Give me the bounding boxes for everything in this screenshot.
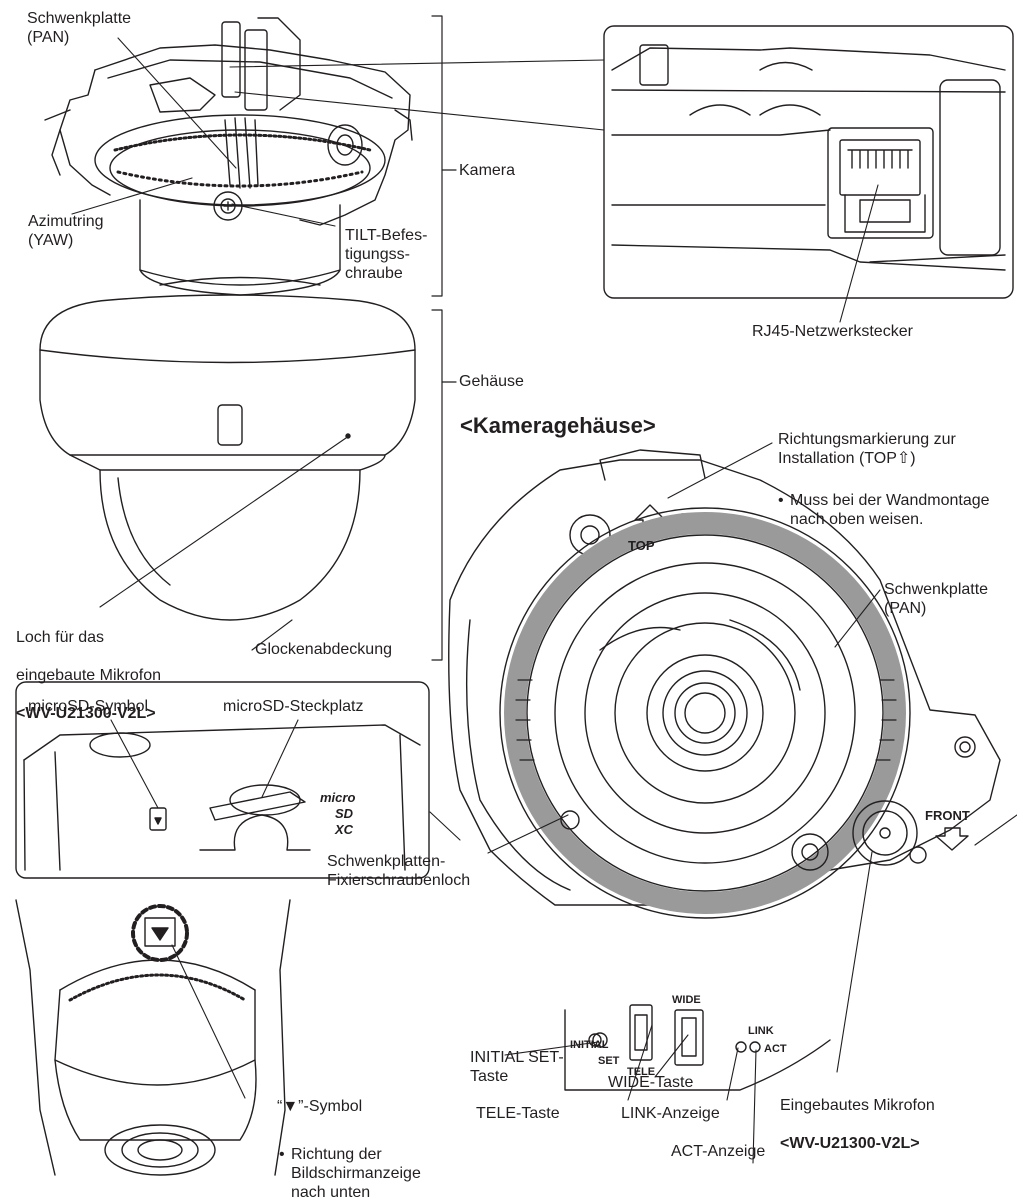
label-mic-hole: Loch für das eingebaute Mikrofon <WV-U21…: [16, 609, 161, 742]
label-mic-hole-model: <WV-U21300-V2L>: [16, 705, 156, 722]
microsd-inset-drawing: [15, 681, 430, 879]
label-mic-hole-line2: eingebaute Mikrofon: [16, 667, 161, 684]
label-azimutring: Azimutring (YAW): [28, 213, 104, 249]
wide-mark: WIDE: [672, 994, 701, 1006]
sd-mark: SD: [335, 806, 354, 821]
set-mark: SET: [598, 1055, 620, 1067]
label-mic-hole-line1: Loch für das: [16, 629, 105, 646]
label-schwenkplatte-top: Schwenkplatte (PAN): [27, 10, 132, 46]
brackets: [431, 15, 457, 661]
label-glockenabdeckung: Glockenabdeckung: [255, 641, 392, 658]
label-rj45: RJ45-Netzwerkstecker: [752, 323, 913, 340]
label-schwenkplatte-right: Schwenkplatte (PAN): [884, 581, 989, 617]
micro-mark: micro: [320, 790, 355, 805]
front-mark: FRONT: [925, 808, 970, 823]
label-mikro-model: <WV-U21300-V2L>: [780, 1135, 920, 1152]
label-symbol-note: • Richtung der Bildschirmanzeige nach unt…: [279, 1126, 421, 1202]
label-wide-taste: WIDE-Taste: [608, 1074, 694, 1091]
bullet: •: [279, 1146, 285, 1163]
label-gehaeuse: Gehäuse: [459, 373, 524, 390]
kameragehaeuse-heading: <Kameragehäuse>: [460, 413, 656, 438]
label-link-anzeige: LINK-Anzeige: [621, 1105, 720, 1122]
bullet: •: [778, 492, 784, 509]
label-symbol-note-text: Richtung der Bildschirmanzeige nach unte…: [291, 1146, 421, 1201]
act-mark: ACT: [764, 1043, 787, 1055]
label-richtung-note: • Muss bei der Wandmontage nach oben weis…: [778, 472, 990, 529]
dome-housing-drawing: [39, 294, 416, 621]
label-microsd-slot: microSD-Steckplatz: [223, 698, 364, 715]
label-richtung: Richtungsmarkierung zur Installation (TO…: [778, 431, 956, 467]
label-act-anzeige: ACT-Anzeige: [671, 1143, 766, 1160]
label-symbol: “▼”-Symbol: [277, 1098, 363, 1115]
camera-base-drawing: [448, 449, 1001, 1091]
initial-mark: INITIAL: [570, 1039, 609, 1051]
label-kamera: Kamera: [459, 162, 516, 179]
label-eingebautes-mikrofon: Eingebautes Mikrofon <WV-U21300-V2L>: [780, 1077, 935, 1172]
label-microsd-symbol: microSD-Symbol: [28, 698, 149, 715]
leader-lines: [71, 37, 1017, 1164]
top-mark: TOP: [628, 538, 655, 553]
label-fixierschraubenloch: Schwenkplatten- Fixierschraubenloch: [327, 853, 471, 889]
link-mark: LINK: [748, 1025, 774, 1037]
label-initial-set: INITIAL SET- Taste: [470, 1049, 564, 1085]
label-mikro-line1: Eingebautes Mikrofon: [780, 1097, 935, 1114]
label-richtung-note-text: Muss bei der Wandmontage nach oben weise…: [790, 492, 990, 528]
label-tilt-screw: TILT-Befes- tigungss- chraube: [345, 227, 428, 282]
xc-mark: XC: [334, 822, 354, 837]
label-tele-taste: TELE-Taste: [476, 1105, 560, 1122]
symbol-closeup-drawing: [15, 899, 291, 1176]
rj45-inset-drawing: [603, 25, 1014, 299]
tele-mark: TELE: [627, 1066, 655, 1078]
